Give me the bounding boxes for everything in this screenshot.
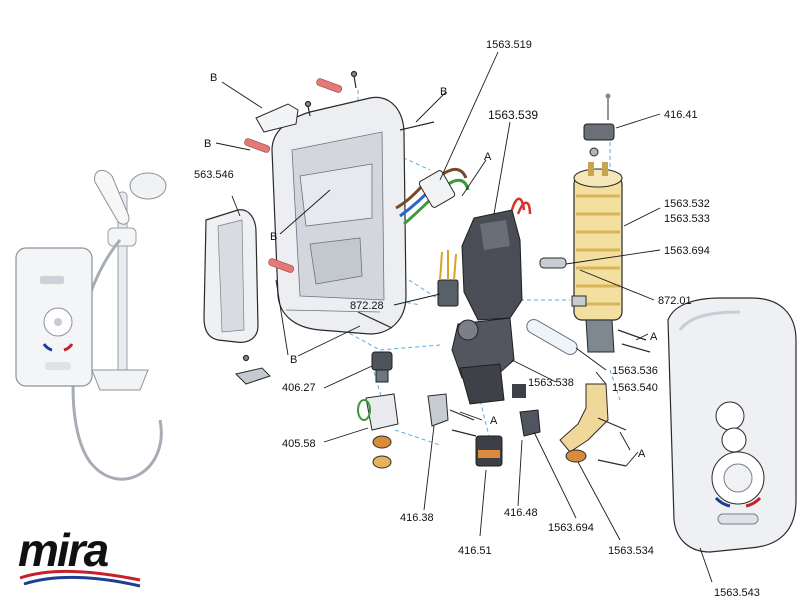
label-1563-540: 1563.540 xyxy=(612,382,658,394)
clip xyxy=(519,409,541,437)
screws xyxy=(242,70,435,362)
side-trim-inner xyxy=(217,219,245,333)
label-a-right-bottom: A xyxy=(638,448,646,460)
label-b-top-left: B xyxy=(210,72,217,84)
terminal-block xyxy=(395,168,470,226)
label-b-mid-left: B xyxy=(204,138,211,150)
label-1563-534: 1563.534 xyxy=(608,545,654,557)
back-plate xyxy=(271,96,407,335)
unit-dial-center xyxy=(54,318,62,326)
cable-cover xyxy=(255,103,299,133)
label-a-right-top: A xyxy=(650,331,658,343)
handset-body xyxy=(94,169,130,225)
dial-cold-arc xyxy=(42,343,53,352)
label-1563-533: 1563.533 xyxy=(664,213,710,225)
bottom-clip xyxy=(235,367,271,385)
filter-tube xyxy=(526,319,578,355)
label-b-inside: B xyxy=(270,231,277,243)
wall-plugs xyxy=(244,78,343,273)
product-photo xyxy=(15,169,167,481)
label-406-27: 406.27 xyxy=(282,382,316,394)
label-416-38: 416.38 xyxy=(400,512,434,524)
label-1563-536: 1563.536 xyxy=(612,365,658,377)
outlet-elbow xyxy=(559,383,609,463)
label-b-bottom: B xyxy=(290,354,297,366)
label-1563-543: 1563.543 xyxy=(714,587,760,599)
label-416-48: 416.48 xyxy=(504,507,538,519)
svg-text:mira: mira xyxy=(18,524,109,576)
unit-badge xyxy=(40,276,64,284)
callout-lines xyxy=(215,51,713,583)
label-a-center: A xyxy=(490,415,498,427)
heater-outlet xyxy=(539,257,615,353)
solenoid xyxy=(475,435,503,467)
valve-assembly xyxy=(451,197,532,405)
soap-dish xyxy=(91,369,149,391)
label-a-wires: A xyxy=(484,151,492,163)
label-b-top-right: B xyxy=(440,86,447,98)
dial-hot-arc xyxy=(63,343,74,352)
label-1563-694-bottom: 1563.694 xyxy=(548,522,594,534)
inlet-housing xyxy=(357,393,399,469)
bracket xyxy=(427,393,449,427)
label-563-546: 563.546 xyxy=(194,169,234,181)
label-1563-694-top: 1563.694 xyxy=(664,245,710,257)
label-416-51: 416.51 xyxy=(458,545,492,557)
front-cover xyxy=(667,297,797,553)
label-872-01: 872.01 xyxy=(658,295,692,307)
label-1563-519: 1563.519 xyxy=(486,39,532,51)
unit-button xyxy=(45,362,71,370)
label-1563-538: 1563.538 xyxy=(528,377,574,389)
handset-head xyxy=(129,172,167,200)
mira-logo: mira xyxy=(18,524,141,588)
label-1563-539: 1563.539 xyxy=(488,108,538,122)
label-872-28: 872.28 xyxy=(350,300,384,312)
label-1563-532: 1563.532 xyxy=(664,198,710,210)
heater-can xyxy=(573,93,623,321)
inlet-connector xyxy=(371,351,393,383)
label-416-41: 416.41 xyxy=(664,109,698,121)
screws-right xyxy=(449,329,651,467)
rail-bracket xyxy=(107,227,137,247)
label-405-58: 405.58 xyxy=(282,438,316,450)
microswitch xyxy=(437,250,459,307)
part-labels: 1563.519 B B B A 1563.539 416.41 563.546… xyxy=(194,39,760,599)
